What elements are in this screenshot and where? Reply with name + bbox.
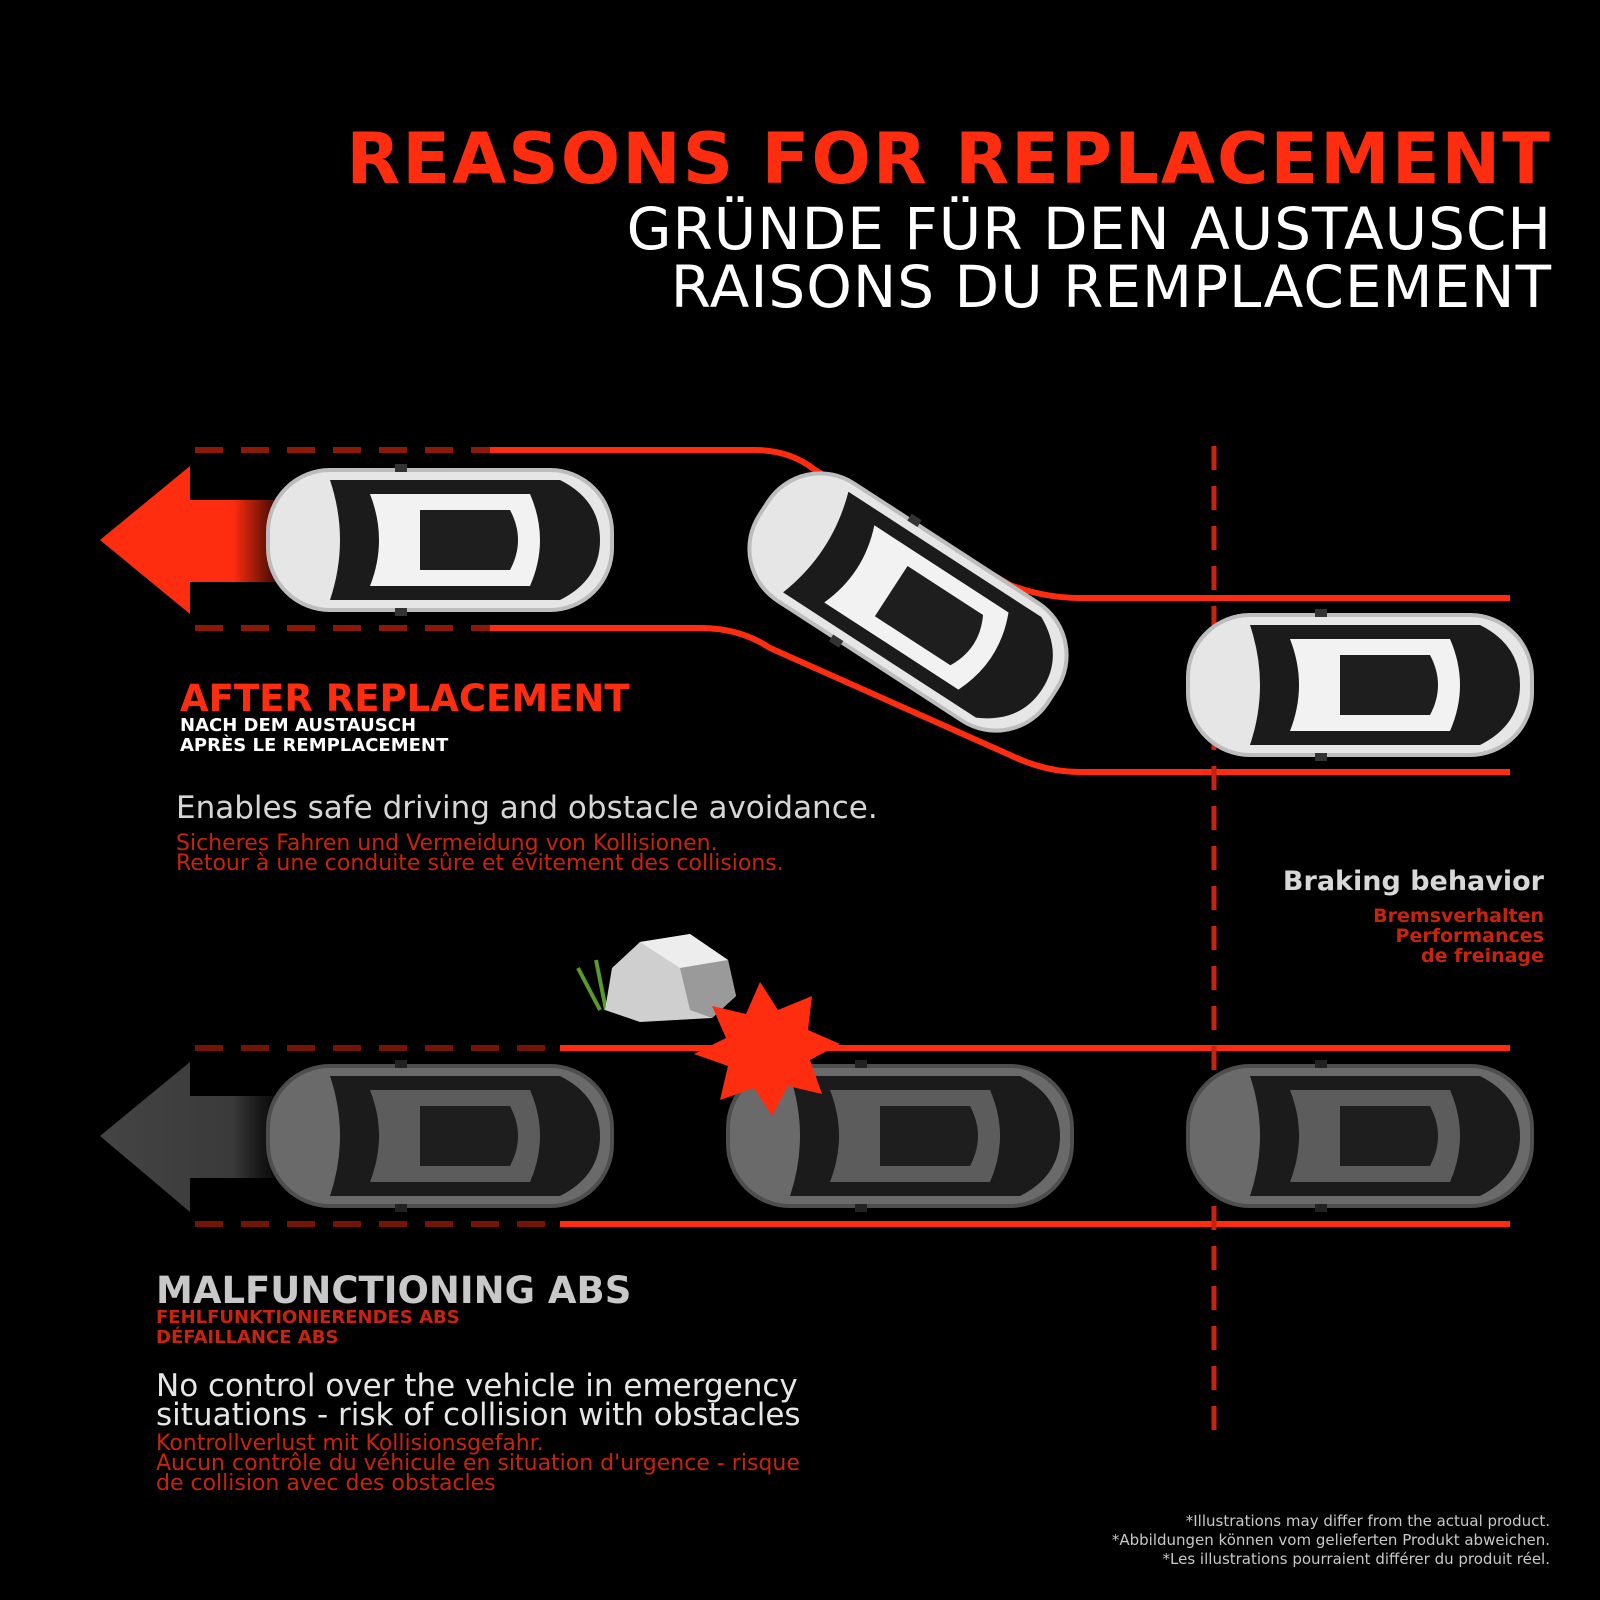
after-heading: AFTER REPLACEMENT [180,677,630,720]
malfunction-heading: MALFUNCTIONING ABS [156,1269,632,1312]
after-desc-en: Enables safe driving and obstacle avoida… [176,790,878,826]
malfunction-sub-de: FEHLFUNKTIONIERENDES ABS [156,1307,460,1328]
after-desc-de: Sicheres Fahren und Vermeidung von Kolli… [176,831,718,856]
bottom-lane-dashed [195,1045,560,1227]
disclaimer: *Illustrations may differ from the actua… [1112,1512,1550,1569]
malfunction-desc-fr-2: de collision avec des obstacles [156,1471,496,1496]
title-fr: RAISONS DU REMPLACEMENT [670,253,1552,321]
after-desc-fr: Retour à une conduite sûre et évitement … [176,851,784,876]
impact-burst-icon [694,982,840,1116]
after-sub-de: NACH DEM AUSTAUSCH [180,715,417,736]
braking-heading: Braking behavior [1282,866,1544,897]
braking-sub-fr-1: Performances [1395,925,1544,947]
after-desc-red: Sicheres Fahren und Vermeidung von Kolli… [176,831,784,876]
malfunction-desc-fr-1: Aucun contrôle du véhicule en situation … [156,1451,800,1476]
disclaimer-fr: *Les illustrations pourraient différer d… [1162,1550,1550,1568]
after-sub-fr: APRÈS LE REMPLACEMENT [180,735,449,756]
car-icon [266,1058,614,1214]
malfunction-desc-en: No control over the vehicle in emergency… [156,1368,801,1433]
disclaimer-en: *Illustrations may differ from the actua… [1185,1512,1550,1530]
arrow-left-icon [100,1062,290,1212]
braking-sub-fr-2: de freinage [1421,945,1544,967]
braking-sub-de: Bremsverhalten [1373,905,1544,927]
title-en: REASONS FOR REPLACEMENT [346,118,1552,200]
malfunction-sub-fr: DÉFAILLANCE ABS [156,1327,339,1348]
malfunction-desc-de: Kontrollverlust mit Kollisionsgefahr. [156,1431,544,1456]
top-lane-dashed [195,447,490,631]
rock-icon [605,934,736,1022]
arrow-left-icon [100,466,290,614]
malfunction-sub: FEHLFUNKTIONIERENDES ABS DÉFAILLANCE ABS [156,1308,460,1348]
car-icon [1186,1058,1534,1214]
malfunction-desc-en-2: situations - risk of collision with obst… [156,1397,801,1433]
title-de: GRÜNDE FÜR DEN AUSTAUSCH [626,195,1552,263]
car-icon [266,462,614,618]
malfunction-desc-en-1: No control over the vehicle in emergency [156,1368,798,1404]
car-icon [1186,607,1534,763]
disclaimer-de: *Abbildungen können vom gelieferten Prod… [1111,1531,1550,1549]
malfunction-desc-red: Kontrollverlust mit Kollisionsgefahr. Au… [156,1431,800,1496]
after-sub: NACH DEM AUSTAUSCH APRÈS LE REMPLACEMENT [180,716,448,756]
braking-sub: Bremsverhalten Performances de freinage [1373,906,1544,966]
